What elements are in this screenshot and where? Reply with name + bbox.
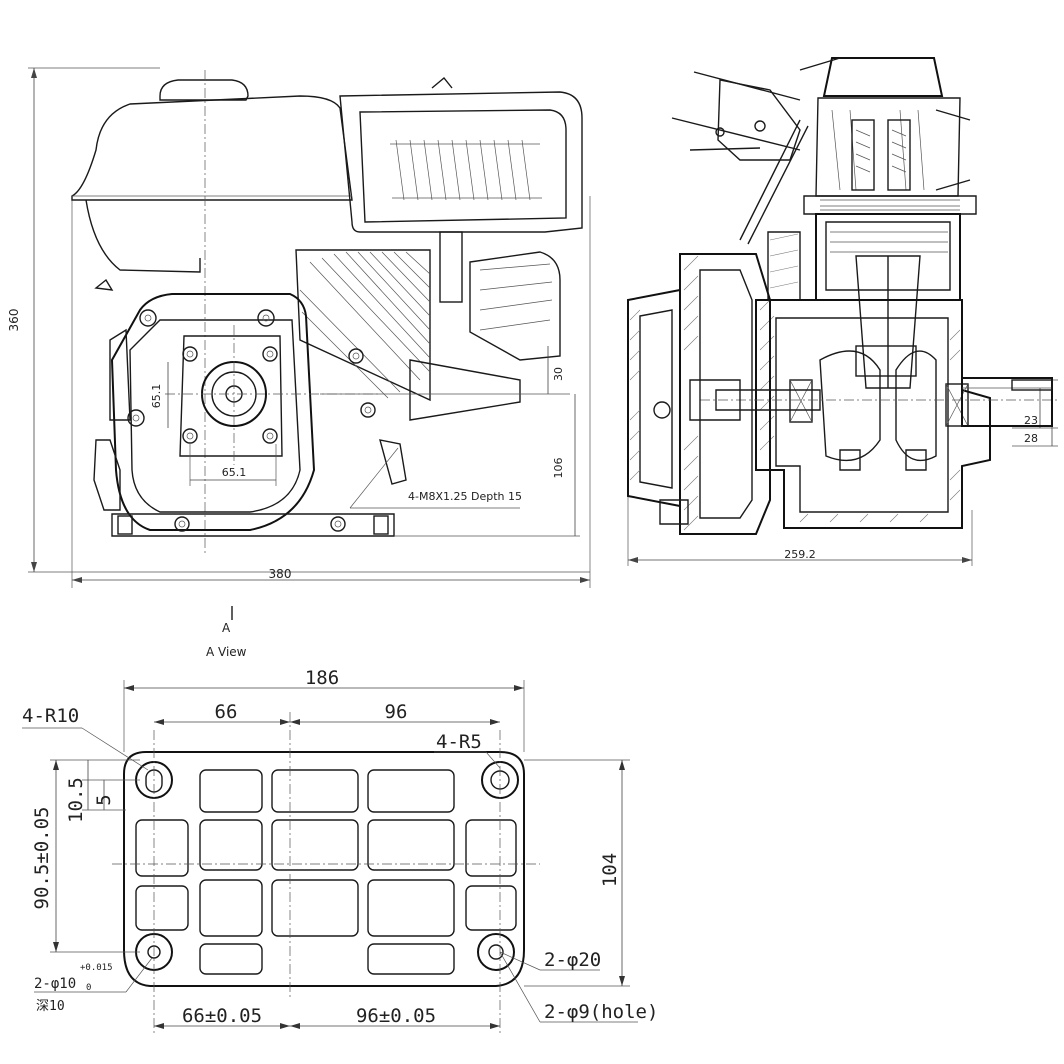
cylinder-head-section [803,57,977,215]
base-left-dims [50,759,140,953]
dim-bolt-horizontal: 65.1 [222,466,247,479]
base-mount-holes [135,761,519,971]
flywheel-recoil [627,253,821,535]
pin-tol-lower: 0 [86,983,91,993]
dim-height-360: 360 [7,309,21,332]
thread-callout: 4-M8X1.25 Depth 15 [408,490,522,503]
radius-r5: 4-R5 [436,731,482,753]
pin-dia-main: 2-φ10 [34,976,76,992]
base-rib-pockets [135,769,517,975]
side-dimension-lines [627,300,1058,566]
hole-phi9: 2-φ9(hole) [544,1001,658,1023]
front-view: 360 380 [7,67,591,588]
base-bottom-dims [154,1023,500,1029]
dim-shaft-23: 23 [1024,414,1038,427]
dim-5: 5 [93,794,115,805]
hole-phi20: 2-φ20 [544,949,601,971]
crankcase-section [700,299,1060,529]
dim-104: 104 [599,853,621,887]
base-view: 186 66 96 4-R10 4-R5 10.5 5 90.5±0.05 [22,667,658,1036]
dim-offset-30: 30 [552,367,565,381]
dim-shaft-28: 28 [1024,432,1038,445]
fuel-tank [71,70,353,555]
dim-90-5: 90.5±0.05 [31,807,53,910]
dim-96-bottom: 96±0.05 [356,1005,436,1027]
side-section-view: 259.2 23 28 [627,57,1060,566]
crankcase-front [93,278,407,537]
dim-side-length: 259.2 [784,548,816,561]
pin-depth: 深10 [36,999,65,1014]
section-view-label: A View [206,645,247,659]
air-cleaner [339,77,583,233]
governor-linkage [671,57,971,245]
dim-base-width: 186 [305,667,339,689]
section-marker-letter: A [222,621,231,635]
dim-bolt-vertical: 65.1 [150,384,163,409]
front-dimension-lines [28,67,591,588]
flange-bolts [127,309,376,532]
air-cleaner-vents [390,139,542,201]
cylinder-fins [295,231,561,421]
leader-phi9 [499,951,541,1023]
radius-r10: 4-R10 [22,705,79,727]
front-inner-dims [167,346,580,537]
dim-base-66-top: 66 [215,701,238,723]
leader-phi20 [499,951,541,971]
dim-66-bottom: 66±0.05 [182,1005,262,1027]
pin-tol-upper: +0.015 [80,963,113,973]
output-shaft [961,377,1053,427]
base-right-dims [524,759,630,987]
dim-shaft-height: 106 [552,458,565,479]
dim-base-96-top: 96 [385,701,408,723]
dim-width-380: 380 [269,567,292,581]
dim-10-5: 10.5 [65,777,87,823]
base-top-dims [123,680,525,752]
